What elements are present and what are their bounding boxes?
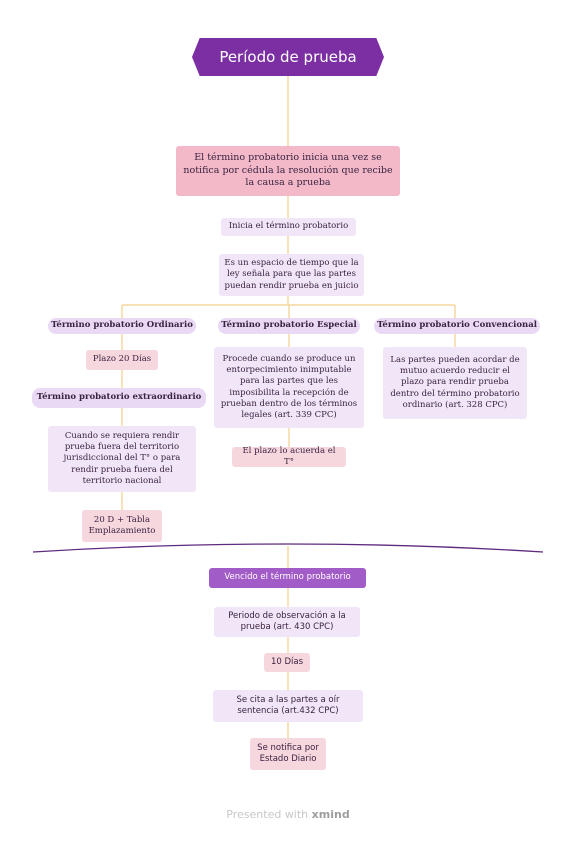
- node-10-dias[interactable]: 10 Días: [264, 653, 310, 672]
- node-observacion[interactable]: Periodo de observación a la prueba (art.…: [214, 607, 360, 637]
- node-especial-desc[interactable]: Procede cuando se produce un entorpecimi…: [214, 347, 364, 428]
- node-termino-extraordinario[interactable]: Término probatorio extraordinario: [32, 388, 206, 408]
- node-plazo-20[interactable]: Plazo 20 Días: [86, 350, 158, 370]
- node-termino-especial[interactable]: Término probatorio Especial: [218, 318, 360, 334]
- footer-brand: xmind: [311, 808, 350, 821]
- footer-text: Presented with: [226, 808, 309, 821]
- node-termino-ordinario[interactable]: Término probatorio Ordinario: [48, 318, 196, 334]
- footer: Presented with xmind: [0, 808, 576, 821]
- node-vencido[interactable]: Vencido el término probatorio: [209, 568, 366, 588]
- node-definicion[interactable]: Es un espacio de tiempo que la ley señal…: [219, 254, 364, 296]
- node-termino-convencional[interactable]: Término probatorio Convencional: [374, 318, 540, 334]
- node-tabla-emplazamiento[interactable]: 20 D + Tabla Emplazamiento: [82, 510, 162, 542]
- node-extraordinario-desc[interactable]: Cuando se requiera rendir prueba fuera d…: [48, 426, 196, 492]
- node-inicio-notifica[interactable]: El término probatorio inicia una vez se …: [176, 146, 400, 196]
- node-inicia-termino[interactable]: Inicia el término probatorio: [221, 218, 356, 236]
- node-cita-sentencia[interactable]: Se cita a las partes a oír sentencia (ar…: [213, 690, 363, 722]
- page-title[interactable]: Período de prueba: [192, 38, 384, 76]
- section-divider: [32, 543, 544, 553]
- node-especial-plazo[interactable]: El plazo lo acuerda el T°: [232, 446, 346, 467]
- node-notifica-estado[interactable]: Se notifica por Estado Diario: [250, 738, 326, 770]
- node-convencional-desc[interactable]: Las partes pueden acordar de mutuo acuer…: [383, 347, 527, 419]
